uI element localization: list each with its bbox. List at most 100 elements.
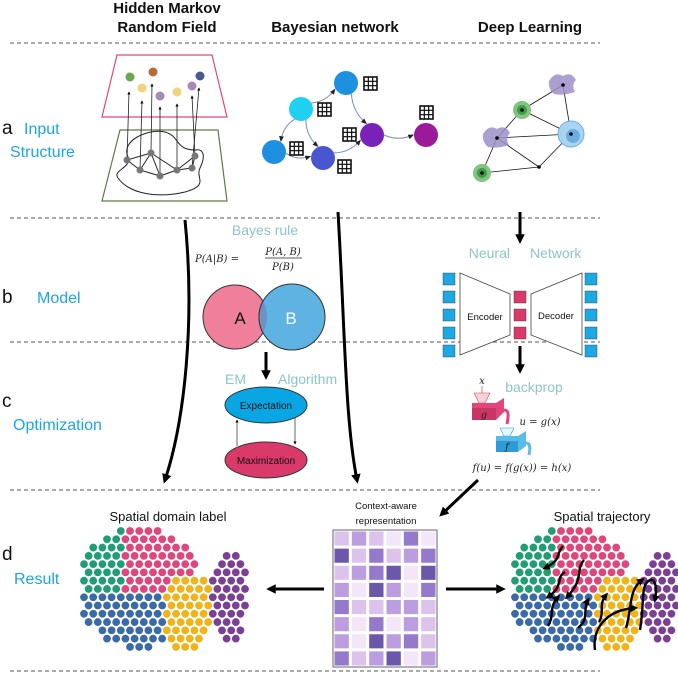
- spot: [167, 568, 176, 577]
- bn-edge: [350, 93, 368, 125]
- spot: [176, 551, 185, 560]
- spot: [603, 560, 611, 569]
- spot: [584, 560, 593, 569]
- spot: [667, 560, 676, 569]
- hmrf-flow-arrow: [162, 219, 191, 484]
- spot: [520, 543, 529, 552]
- row-letter-c: c: [2, 391, 12, 412]
- spot: [616, 568, 625, 577]
- spot: [231, 601, 240, 610]
- spot: [222, 601, 231, 610]
- spot: [84, 585, 93, 593]
- spot: [557, 609, 565, 618]
- matrix-cell: [386, 565, 401, 580]
- spot: [80, 609, 88, 618]
- spot: [121, 601, 130, 610]
- spot: [185, 568, 194, 577]
- spot: [570, 535, 579, 544]
- spot: [144, 609, 153, 618]
- probability-table-icon: [363, 76, 378, 91]
- spot: [80, 576, 88, 585]
- spot: [561, 618, 570, 626]
- trajectory-arrow: [577, 597, 590, 629]
- spot: [176, 585, 185, 593]
- trajectory-arrow: [545, 570, 566, 599]
- spot: [520, 560, 529, 569]
- spot: [185, 634, 194, 643]
- spot: [103, 551, 111, 560]
- spot: [231, 618, 240, 626]
- decoder-block: [530, 272, 583, 356]
- spot: [107, 576, 116, 585]
- hmrf-edge: [150, 152, 178, 171]
- matrix-cell: [403, 582, 419, 597]
- spot: [116, 626, 125, 635]
- spot: [598, 634, 607, 643]
- spot: [89, 609, 98, 618]
- observed-cell-icon: [125, 72, 135, 82]
- spot: [575, 593, 584, 602]
- spot: [208, 576, 217, 585]
- spot: [557, 643, 565, 651]
- spot: [621, 593, 630, 602]
- context-aware-label: Context-aware: [355, 501, 417, 512]
- spot: [162, 560, 171, 569]
- spot: [547, 527, 556, 535]
- spot: [621, 643, 630, 651]
- spot: [126, 560, 134, 569]
- spot: [662, 568, 671, 577]
- spot: [149, 618, 157, 626]
- bayes-formula-lhs: P(A|B) =: [194, 254, 239, 265]
- trajectory-arrows: [542, 545, 660, 651]
- spot: [584, 576, 593, 585]
- bn-edge: [305, 119, 319, 147]
- spot: [222, 585, 231, 593]
- funnel-icon: [473, 392, 491, 404]
- bayes-rule-title: Bayes rule: [232, 222, 298, 238]
- spot: [231, 568, 240, 577]
- graph-node: [520, 108, 524, 112]
- spot: [195, 585, 203, 593]
- spot: [557, 626, 565, 635]
- spot: [181, 560, 190, 569]
- spot: [121, 551, 130, 560]
- matrix-cell: [403, 548, 419, 563]
- spot: [98, 560, 107, 569]
- spot: [121, 568, 130, 577]
- matrix-cell: [369, 548, 384, 563]
- spot: [566, 643, 575, 651]
- spot: [213, 601, 222, 610]
- spot: [172, 626, 180, 635]
- spot: [603, 576, 611, 585]
- spot: [181, 643, 190, 651]
- spot: [185, 601, 194, 610]
- backprop-title: backprop: [505, 379, 563, 395]
- spot: [103, 585, 111, 593]
- spot: [208, 609, 217, 618]
- spot: [98, 576, 107, 585]
- spot: [139, 634, 148, 643]
- spot: [130, 585, 139, 593]
- spot: [107, 609, 116, 618]
- spot: [135, 609, 144, 618]
- maximization-node: [224, 441, 308, 479]
- spot: [218, 626, 226, 635]
- spot: [672, 601, 678, 610]
- spot: [158, 568, 167, 577]
- venn-intersection: [258, 285, 267, 349]
- matrix-cell: [334, 548, 349, 563]
- spot: [116, 576, 125, 585]
- spot: [584, 527, 593, 535]
- spot: [190, 626, 199, 635]
- spot: [552, 535, 561, 544]
- spot: [589, 601, 598, 610]
- spot: [580, 535, 588, 544]
- spot: [236, 609, 245, 618]
- row-label-result: Result: [14, 571, 60, 588]
- spot: [84, 568, 93, 577]
- spot: [213, 568, 222, 577]
- spot: [511, 609, 519, 618]
- hidden-state-node: [136, 166, 144, 174]
- spot: [84, 601, 93, 610]
- observed-cell-icon: [155, 91, 165, 101]
